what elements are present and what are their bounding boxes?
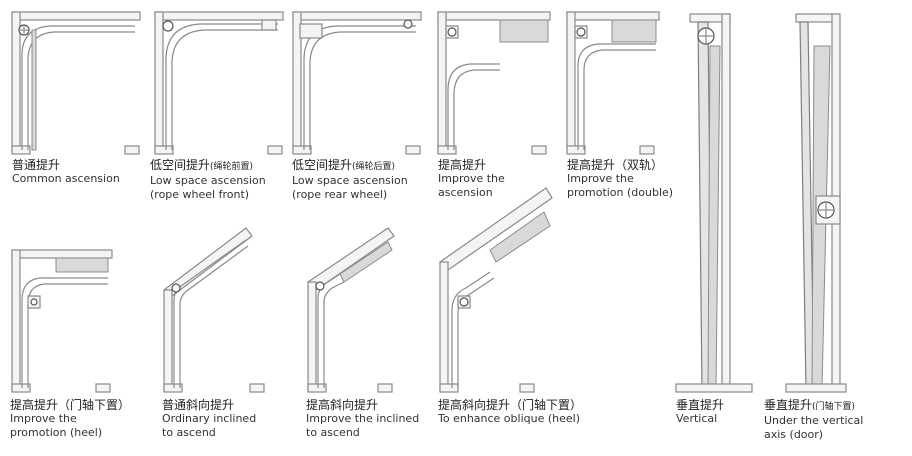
caption-low-space-front: 低空间提升(绳轮前置) Low space ascension (rope wh… xyxy=(150,158,266,201)
diagram-improve-ascension xyxy=(437,11,551,155)
wheel-icon xyxy=(576,27,586,37)
caption-improve-inclined: 提高斜向提升 Improve the inclined to ascend xyxy=(306,398,420,439)
diagram-ordinary-inclined xyxy=(163,227,265,393)
caption-improve-heel: 提高提升（门轴下置） Improve the promotion (heel) xyxy=(10,398,131,439)
wheel-icon xyxy=(447,27,457,37)
wheel-icon xyxy=(171,283,181,293)
diagram-enhance-oblique xyxy=(439,187,553,393)
diagram-improve-heel xyxy=(11,249,113,393)
diagram-vertical-heel xyxy=(785,13,847,393)
wheel-icon xyxy=(315,281,325,291)
wheel-icon xyxy=(30,298,38,306)
caption-improve-ascension: 提高提升 Improve the ascension xyxy=(438,158,505,199)
caption-low-space-rear: 低空间提升(绳轮后置) Low space ascension (rope re… xyxy=(292,158,408,201)
diagram-improve-double xyxy=(566,11,660,155)
caption-enhance-oblique: 提高斜向提升（门轴下置） To enhance oblique (heel) xyxy=(438,398,583,425)
diagram-low-space-front xyxy=(154,11,284,155)
wheel-icon xyxy=(403,19,413,29)
caption-common-ascension: 普通提升 Common ascension xyxy=(12,158,120,185)
diagram-vertical xyxy=(675,13,753,393)
wheel-icon xyxy=(459,297,469,307)
wheel-icon xyxy=(162,20,174,32)
diagram-low-space-rear xyxy=(292,11,422,155)
caption-improve-double: 提高提升（双轨） Improve the promotion (double) xyxy=(567,158,674,199)
caption-vertical: 垂直提升 Vertical xyxy=(676,398,725,425)
caption-vertical-heel: 垂直提升(门轴下置) Under the vertical axis (door… xyxy=(764,398,864,441)
diagram-improve-inclined xyxy=(307,227,395,393)
caption-ordinary-inclined: 普通斜向提升 Ordinary inclined to ascend xyxy=(162,398,257,439)
diagram-common-ascension xyxy=(11,11,141,155)
